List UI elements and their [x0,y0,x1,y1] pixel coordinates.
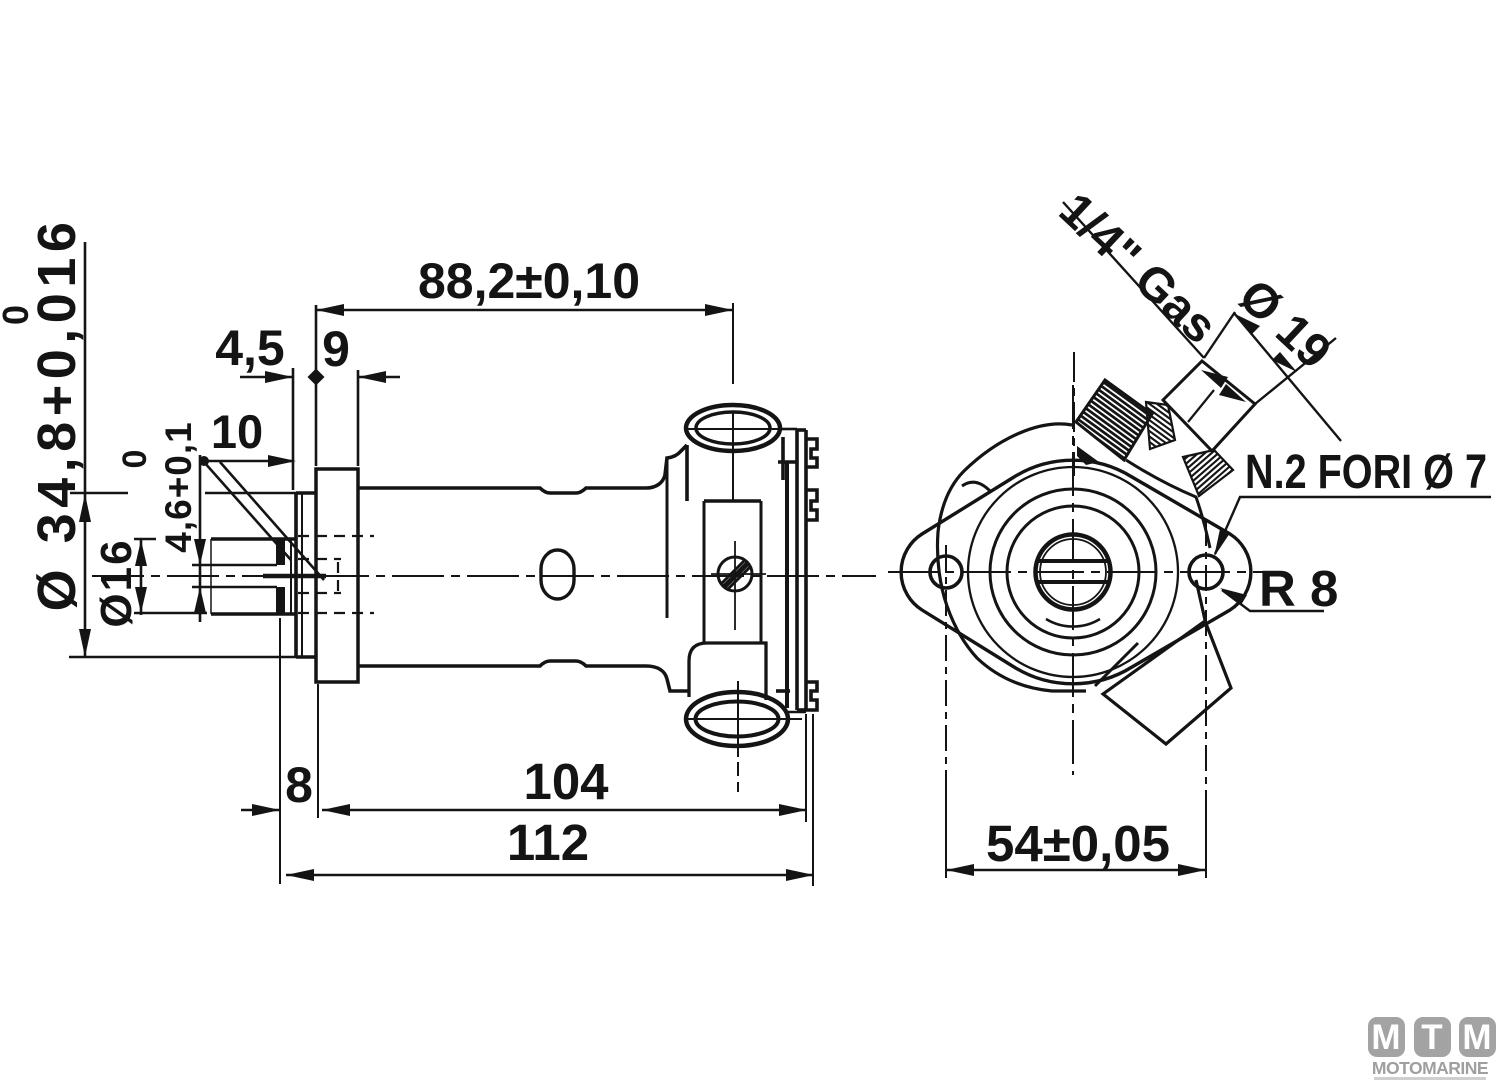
svg-text:4,6+0,1: 4,6+0,1 [158,421,199,552]
svg-text:R 8: R 8 [1259,560,1338,617]
svg-text:0: 0 [0,305,36,325]
svg-text:Ø16: Ø16 [92,538,141,627]
svg-text:112: 112 [507,814,589,871]
svg-text:10: 10 [211,405,263,458]
svg-text:MOTOMARINE: MOTOMARINE [1372,1058,1488,1078]
svg-text:M: M [1462,1018,1491,1057]
svg-text:1/4" Gas: 1/4" Gas [1049,183,1227,354]
svg-text:M: M [1371,1018,1400,1057]
svg-text:0: 0 [116,450,154,469]
svg-text:104: 104 [523,753,609,810]
svg-text:Ø 34,8+0,016: Ø 34,8+0,016 [27,217,87,612]
svg-text:T: T [1421,1018,1442,1057]
svg-text:N.2 FORI Ø 7: N.2 FORI Ø 7 [1245,446,1487,499]
svg-text:88,2±0,10: 88,2±0,10 [418,253,640,309]
svg-text:9: 9 [322,321,350,377]
svg-text:8: 8 [285,757,313,813]
svg-text:4,5: 4,5 [215,320,285,376]
svg-text:54±0,05: 54±0,05 [986,815,1170,872]
